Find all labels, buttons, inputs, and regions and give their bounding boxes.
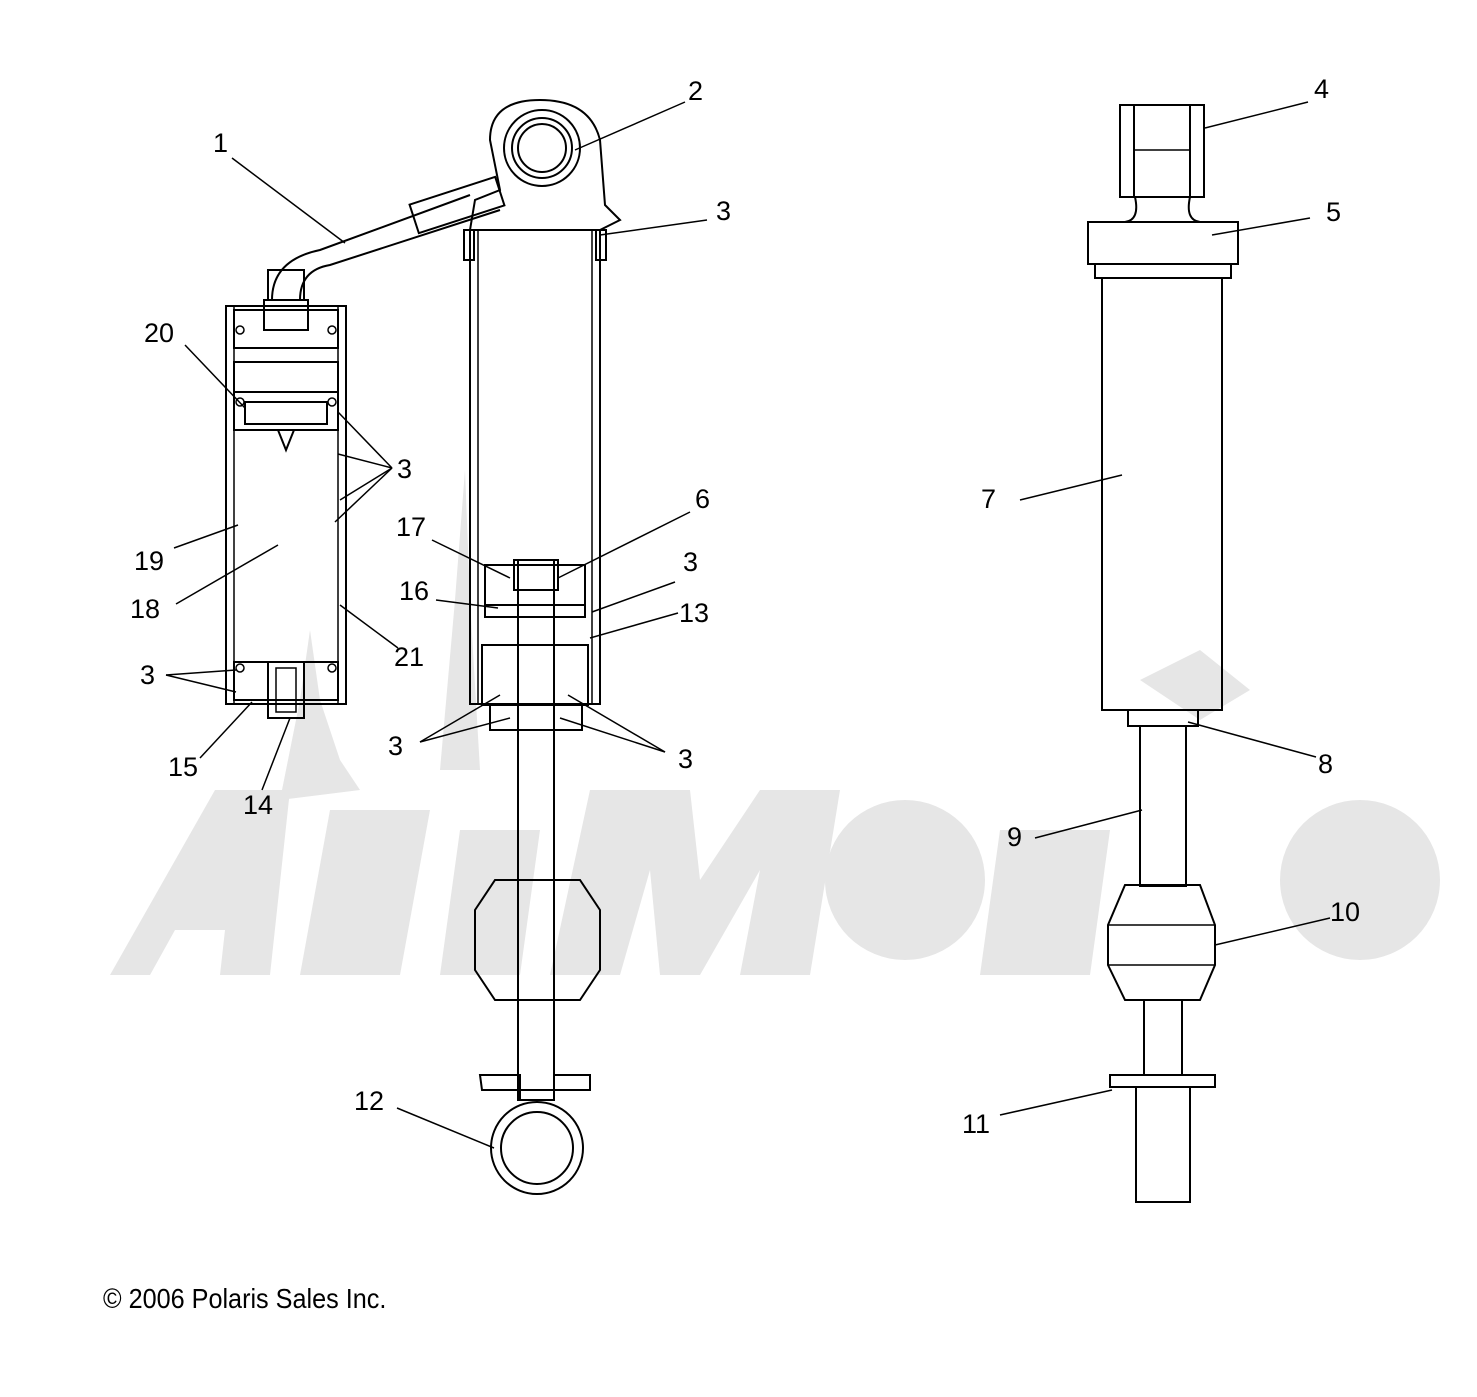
callout-14: 14: [243, 790, 273, 820]
leader-lines: [165, 101, 1331, 1149]
callout-3: 3: [716, 196, 731, 226]
callout-3: 3: [388, 731, 403, 761]
callout-6: 6: [695, 484, 710, 514]
copyright-notice: © 2006 Polaris Sales Inc.: [103, 1283, 387, 1314]
callout-20: 20: [144, 318, 174, 348]
callout-3: 3: [140, 660, 155, 690]
callout-3: 3: [397, 454, 412, 484]
callout-5: 5: [1326, 197, 1341, 227]
callout-11: 11: [962, 1109, 990, 1139]
callout-1: 1: [213, 128, 228, 158]
callout-21: 21: [394, 642, 424, 672]
callout-2: 2: [688, 76, 703, 106]
callout-7: 7: [981, 484, 996, 514]
callout-3: 3: [683, 547, 698, 577]
callout-9: 9: [1007, 822, 1022, 852]
callout-labels: 1 2 3 4 5 20 3 6 7 17 19 3 16 18 13 21 3…: [130, 74, 1360, 1139]
reservoir-assembly: [225, 175, 506, 719]
shock-exterior: [1087, 104, 1239, 1203]
callout-15: 15: [168, 752, 198, 782]
callout-16: 16: [399, 576, 429, 606]
callout-8: 8: [1318, 749, 1333, 779]
callout-4: 4: [1314, 74, 1329, 104]
callout-18: 18: [130, 594, 160, 624]
shock-cross-section: [463, 98, 622, 1195]
callout-3: 3: [678, 744, 693, 774]
callout-12: 12: [354, 1086, 384, 1116]
callout-13: 13: [679, 598, 709, 628]
watermark-logo: [110, 470, 1440, 975]
callout-17: 17: [396, 512, 426, 542]
callout-10: 10: [1330, 897, 1360, 927]
callout-19: 19: [134, 546, 164, 576]
